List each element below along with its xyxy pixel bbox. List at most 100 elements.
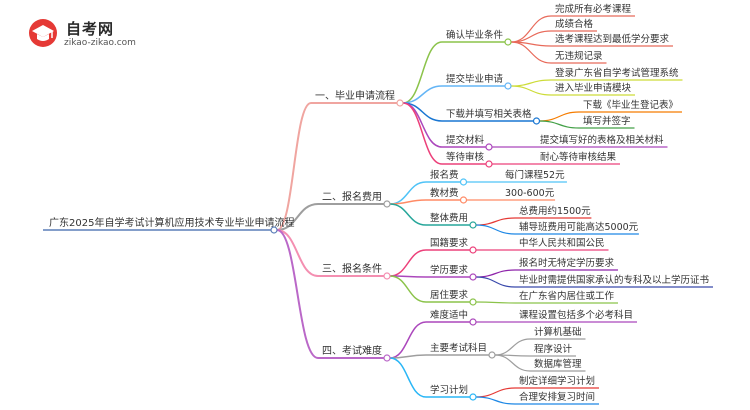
root-node-label: 广东2025年自学考试计算机应用技术专业毕业申请流程: [49, 216, 294, 229]
topic-label: 提交材料: [446, 134, 485, 146]
leaf-label: 毕业时需提供国家承认的专科及以上学历证书: [519, 274, 710, 286]
topic-label: 教材费: [430, 187, 459, 199]
leaf-link: [510, 79, 552, 87]
logo-domain: zikao-zikao.com: [64, 38, 136, 48]
topic-label: 整体费用: [430, 212, 468, 224]
branch-link: [276, 102, 312, 231]
topic-label: 主要考试科目: [430, 342, 487, 354]
topic-toggle[interactable]: [469, 221, 477, 229]
topic-link: [389, 275, 427, 303]
leaf-label: 耐心等待审核结果: [540, 151, 617, 163]
leaf-link: [539, 120, 580, 129]
topic-label: 难度适中: [430, 309, 468, 321]
leaf-label: 选考课程达到最低学分要求: [555, 33, 670, 45]
leaf-label: 辅导班费用可能高达5000元: [519, 221, 639, 233]
mindmap-links: [43, 15, 713, 405]
topic-toggle[interactable]: [485, 143, 493, 151]
topic-label: 学历要求: [430, 264, 469, 276]
leaf-label: 提交填写好的表格及相关材料: [540, 134, 664, 146]
leaf-label: 总费用约1500元: [519, 205, 591, 217]
leaf-link: [475, 301, 516, 304]
leaf-link: [510, 41, 552, 64]
topic-toggle[interactable]: [504, 38, 512, 46]
topic-link: [402, 102, 443, 148]
leaf-label: 程序设计: [534, 343, 573, 355]
branch-label: 二、报名费用: [322, 190, 382, 203]
branch-label: 四、考试难度: [322, 344, 382, 357]
leaf-label: 进入毕业申请模块: [555, 82, 632, 94]
topic-link: [389, 357, 427, 398]
mindmap-nodes: 广东2025年自学考试计算机应用技术专业毕业申请流程 一、毕业申请流程 确认毕业条件…: [49, 3, 710, 403]
branch-label: 一、毕业申请流程: [315, 89, 395, 102]
topic-toggle[interactable]: [459, 178, 468, 186]
leaf-link: [475, 224, 516, 235]
topic-label: 国籍要求: [430, 237, 469, 249]
topic-toggle[interactable]: [469, 393, 477, 401]
leaf-label: 制定详细学习计划: [519, 375, 595, 387]
leaf-link: [510, 30, 552, 43]
topic-toggle[interactable]: [469, 298, 477, 306]
branch-toggle[interactable]: [396, 99, 404, 107]
topic-label: 报名费: [430, 169, 459, 181]
leaf-label: 300-600元: [505, 188, 555, 199]
topic-link: [389, 199, 427, 205]
branch-toggle[interactable]: [383, 272, 391, 280]
graduation-cap-icon: [29, 19, 57, 47]
leaf-label: 成绩合格: [555, 18, 594, 30]
topic-link: [402, 41, 443, 104]
leaf-label: 中华人民共和国公民: [519, 237, 605, 249]
branch-label: 三、报名条件: [322, 262, 382, 275]
leaf-link: [494, 354, 531, 372]
leaf-label: 计算机基础: [534, 326, 582, 338]
leaf-label: 在广东省内居住或工作: [519, 290, 615, 302]
topic-label: 下载并填写相关表格: [446, 108, 532, 120]
topic-toggle[interactable]: [459, 196, 468, 204]
topic-toggle[interactable]: [532, 117, 541, 125]
branch-toggle[interactable]: [383, 200, 391, 208]
topic-link: [389, 203, 427, 226]
topic-link: [389, 354, 427, 359]
leaf-link: [494, 338, 531, 356]
topic-label: 学习计划: [430, 384, 468, 396]
topic-link: [402, 102, 443, 165]
leaf-label: 课程设置包括多个必考科目: [519, 309, 633, 321]
leaf-link: [475, 217, 516, 226]
leaf-link: [475, 276, 516, 288]
topic-label: 提交毕业申请: [446, 73, 504, 85]
topic-toggle[interactable]: [469, 246, 477, 254]
topic-label: 居住要求: [430, 289, 469, 301]
leaf-link: [510, 85, 552, 96]
topic-label: 确认毕业条件: [446, 29, 504, 41]
leaf-label: 每门课程52元: [505, 169, 565, 181]
leaf-label: 合理安排复习时间: [519, 391, 595, 403]
leaf-label: 下载《毕业生登记表》: [583, 99, 678, 111]
branch-link: [276, 203, 319, 231]
leaf-label: 无违规记录: [555, 50, 603, 62]
topic-toggle[interactable]: [504, 82, 512, 90]
topic-toggle[interactable]: [469, 273, 477, 281]
leaf-label: 登录广东省自学考试管理系统: [555, 67, 679, 79]
topic-toggle[interactable]: [469, 318, 477, 326]
topic-toggle[interactable]: [485, 160, 493, 168]
branch-toggle[interactable]: [383, 354, 391, 362]
leaf-label: 填写并签字: [583, 115, 631, 127]
leaf-label: 报名时无特定学历要求: [519, 257, 615, 269]
logo-name: 自考网: [66, 20, 115, 38]
topic-toggle[interactable]: [488, 351, 496, 359]
leaf-link: [475, 269, 516, 278]
leaf-link: [475, 387, 516, 398]
leaf-label: 完成所有必考课程: [555, 3, 632, 15]
leaf-link: [510, 15, 552, 43]
root-node-toggle[interactable]: [270, 226, 278, 234]
site-logo[interactable]: 自考网 zikao-zikao.com: [28, 14, 168, 54]
topic-link: [389, 321, 427, 359]
topic-link: [402, 85, 443, 104]
branch-link: [276, 229, 319, 359]
leaf-link: [475, 396, 516, 405]
leaf-link: [539, 111, 580, 122]
topic-label: 等待审核: [446, 151, 485, 163]
topic-link: [389, 249, 427, 277]
branch-link: [276, 229, 319, 277]
leaf-label: 数据库管理: [534, 358, 582, 370]
